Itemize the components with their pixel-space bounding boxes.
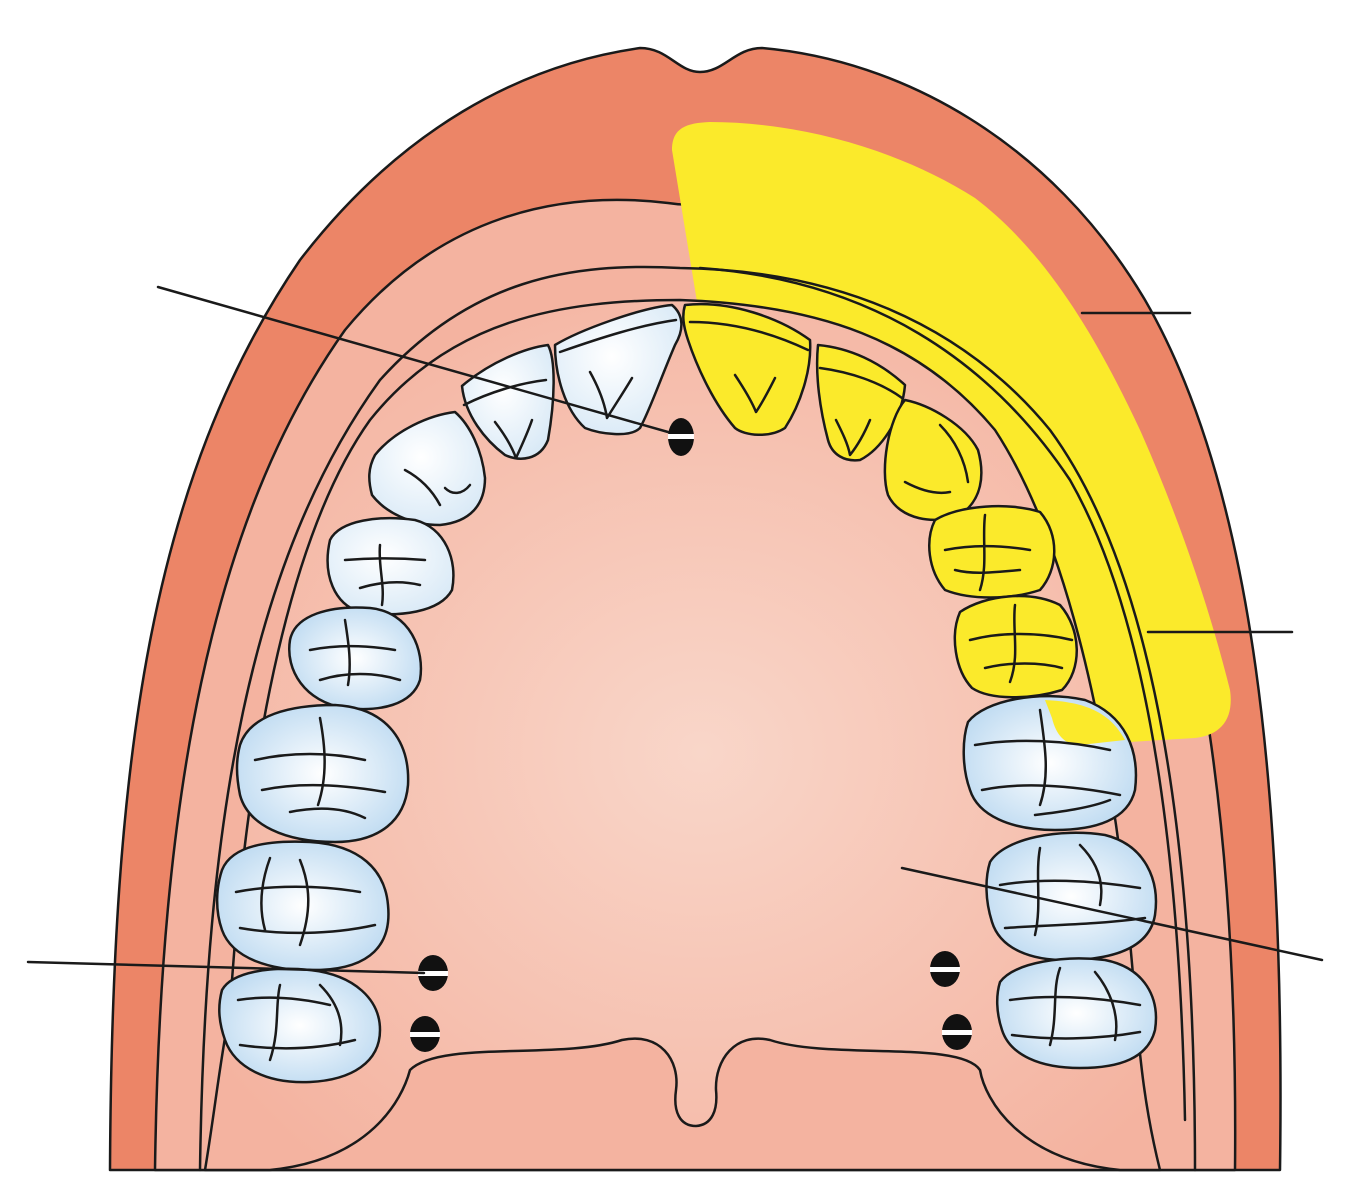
tooth-left-first-premolar (326, 516, 455, 616)
tooth-left-third-molar (218, 967, 382, 1084)
tooth-left-second-premolar (288, 606, 423, 711)
tooth-right-second-premolar (953, 594, 1078, 699)
tooth-right-second-molar (985, 831, 1158, 962)
leader-line-left-lower (26, 960, 426, 975)
mucogingival-line (698, 266, 1187, 1122)
tooth-left-lateral-incisor (460, 343, 555, 460)
tooth-left-first-molar (235, 703, 410, 844)
left-lesser-palatine-foramen-marker (410, 1016, 440, 1052)
tooth-right-central-incisor (682, 302, 812, 436)
left-greater-palatine-foramen-marker (418, 955, 448, 991)
tooth-right-first-molar (962, 694, 1138, 832)
tooth-right-third-molar (996, 957, 1158, 1070)
leader-line-left-upper (156, 285, 670, 434)
vestibule-fold-line (198, 265, 1197, 1172)
tooth-right-lateral-incisor (815, 343, 907, 462)
tooth-right-first-premolar (928, 504, 1056, 599)
leader-line-right-lower (900, 866, 1324, 962)
incisive-foramen-marker (668, 418, 694, 456)
tooth-left-second-molar (215, 840, 390, 972)
right-greater-palatine-foramen-marker (930, 951, 960, 987)
tooth-left-central-incisor (553, 303, 683, 436)
tooth-left-canine (368, 410, 487, 527)
right-lesser-palatine-foramen-marker (942, 1014, 972, 1050)
